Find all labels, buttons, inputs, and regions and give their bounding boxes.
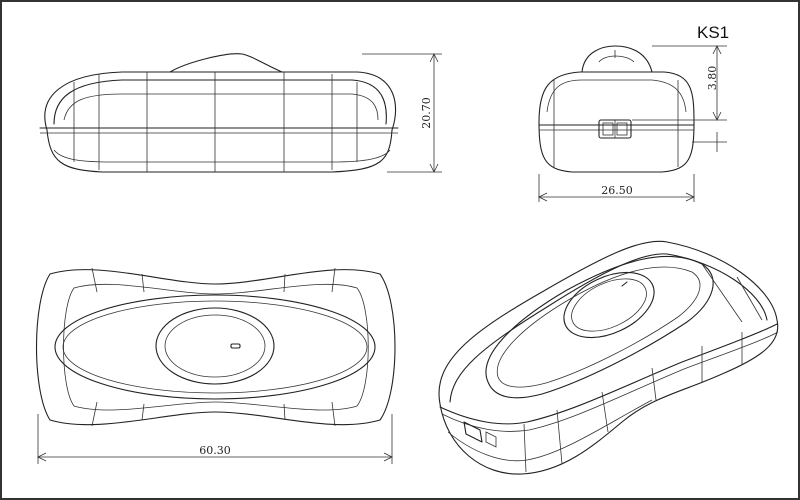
iso-parting-line (439, 323, 778, 425)
iso-knob-outer (563, 271, 655, 339)
iso-knob-indicator (621, 281, 628, 287)
side-view: 20.70 (39, 53, 442, 173)
iso-rocker-outer (485, 255, 714, 399)
end-width-dimension-text: 26.50 (601, 184, 633, 197)
iso-parting-line-2 (441, 331, 779, 432)
end-view-knob-face (598, 55, 635, 63)
top-view-knob (155, 307, 275, 385)
side-view-inner-top (53, 79, 387, 125)
iso-top-surface (449, 253, 768, 403)
top-length-dimension: 60.30 (37, 414, 393, 464)
top-length-dimension-text: 60.30 (199, 444, 231, 457)
end-view-outline (538, 71, 695, 173)
end-view-rib-lines (553, 80, 679, 167)
top-view-knob-inner (164, 314, 266, 378)
iso-outline (438, 240, 779, 475)
end-view: 3.80 26.50 (538, 45, 727, 202)
end-view-knob (581, 45, 653, 73)
top-view-edge-lines (91, 267, 336, 427)
knob-height-dimension-text: 3.80 (706, 66, 719, 91)
top-view: 60.30 (36, 267, 396, 464)
side-view-outline (44, 71, 397, 173)
top-view-knob-outer (155, 307, 275, 385)
top-view-knob-indicator (230, 343, 241, 349)
iso-rib-lines (523, 263, 763, 473)
knob-height-dimension: 3.80 (632, 45, 727, 152)
iso-cord-port (463, 421, 497, 448)
side-view-knob (169, 53, 283, 73)
isometric-view (438, 240, 779, 475)
top-view-inner-band (63, 283, 369, 411)
part-number-label: KS1 (697, 23, 730, 42)
end-view-inner-curve (546, 79, 687, 113)
iso-rocker-inner (496, 266, 701, 388)
top-view-outline (36, 269, 396, 426)
side-view-inner-band (63, 93, 379, 121)
side-height-dimension: 20.70 (362, 53, 442, 173)
iso-lower-band (447, 399, 653, 462)
side-height-dimension-text: 20.70 (420, 97, 433, 129)
iso-knob (563, 271, 655, 339)
top-view-rocker-inner (62, 300, 368, 394)
iso-knob-inner (571, 278, 647, 332)
side-view-rib-lines (73, 72, 358, 172)
top-view-rocker-outer (54, 294, 376, 400)
side-view-lower-band (53, 149, 391, 163)
end-width-dimension: 26.50 (538, 174, 695, 202)
end-view-cord-port (598, 119, 632, 139)
